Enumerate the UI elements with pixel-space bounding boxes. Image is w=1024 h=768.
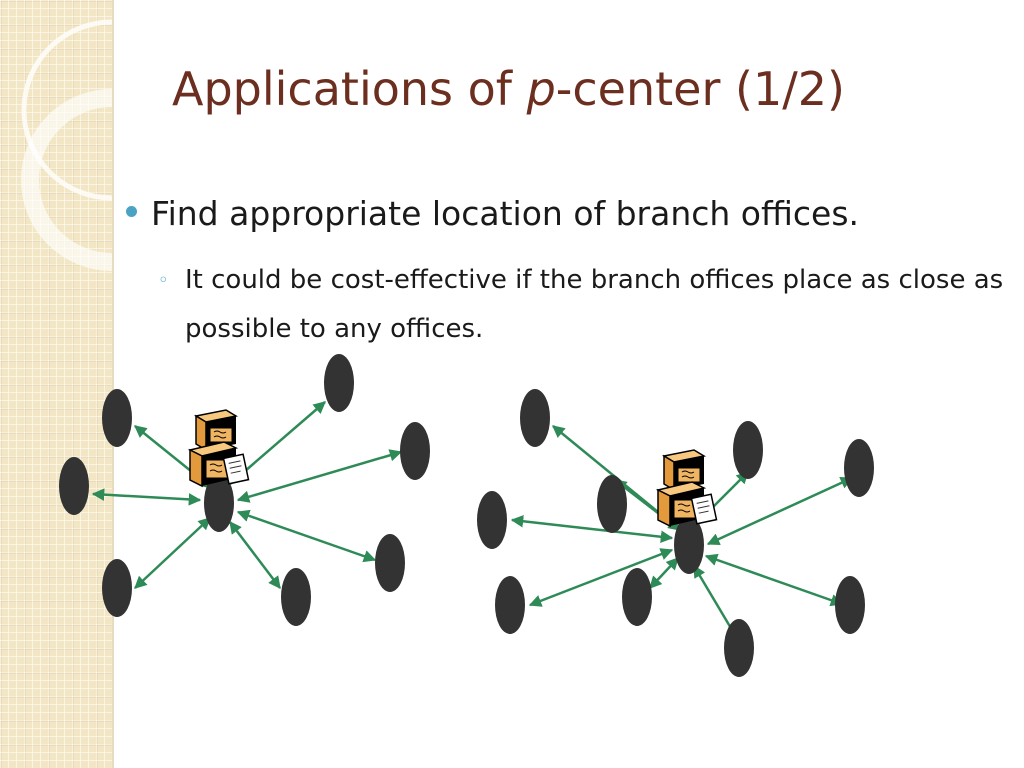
left-network — [59, 354, 430, 626]
office-node — [597, 475, 627, 533]
office-node — [844, 439, 874, 497]
center-node — [204, 474, 234, 532]
office-node — [102, 389, 132, 447]
edge-line — [510, 515, 674, 543]
bullet-main-text: Find appropriate location of branch offi… — [151, 194, 860, 233]
slide-title: Applications of p-center (1/2) — [172, 62, 845, 116]
office-node — [59, 457, 89, 515]
office-node — [495, 576, 525, 634]
edge-line — [229, 521, 281, 589]
sub-bullet-icon: ◦ — [158, 270, 169, 291]
bullet-sub-text: It could be cost-effective if the branch… — [185, 265, 1004, 344]
edge-line — [134, 517, 211, 589]
bullet-icon — [126, 206, 137, 217]
office-node — [477, 491, 507, 549]
edge-line — [704, 553, 844, 607]
edge-line — [706, 476, 854, 546]
office-node — [835, 576, 865, 634]
office-node — [375, 534, 405, 592]
office-node — [324, 354, 354, 412]
edge-line — [91, 488, 202, 506]
edge-line — [236, 449, 403, 503]
office-node — [724, 619, 754, 677]
office-node — [520, 389, 550, 447]
office-node — [102, 559, 132, 617]
office-node — [733, 421, 763, 479]
bullet-main: Find appropriate location of branch offi… — [126, 194, 1006, 233]
edge-line — [649, 557, 679, 589]
office-node — [622, 568, 652, 626]
center-node — [674, 516, 704, 574]
edge-line — [528, 548, 674, 607]
branch-office-icon — [189, 409, 250, 487]
office-node — [281, 568, 311, 626]
decorative-side-band — [0, 0, 114, 768]
edge-line — [236, 509, 377, 563]
branch-office-diagram — [59, 354, 874, 677]
decorative-circles — [21, 19, 112, 271]
branch-office-icon — [657, 449, 718, 527]
right-network — [477, 389, 874, 677]
office-node — [400, 422, 430, 480]
bullet-sub: ◦ It could be cost-effective if the bran… — [158, 256, 1008, 354]
